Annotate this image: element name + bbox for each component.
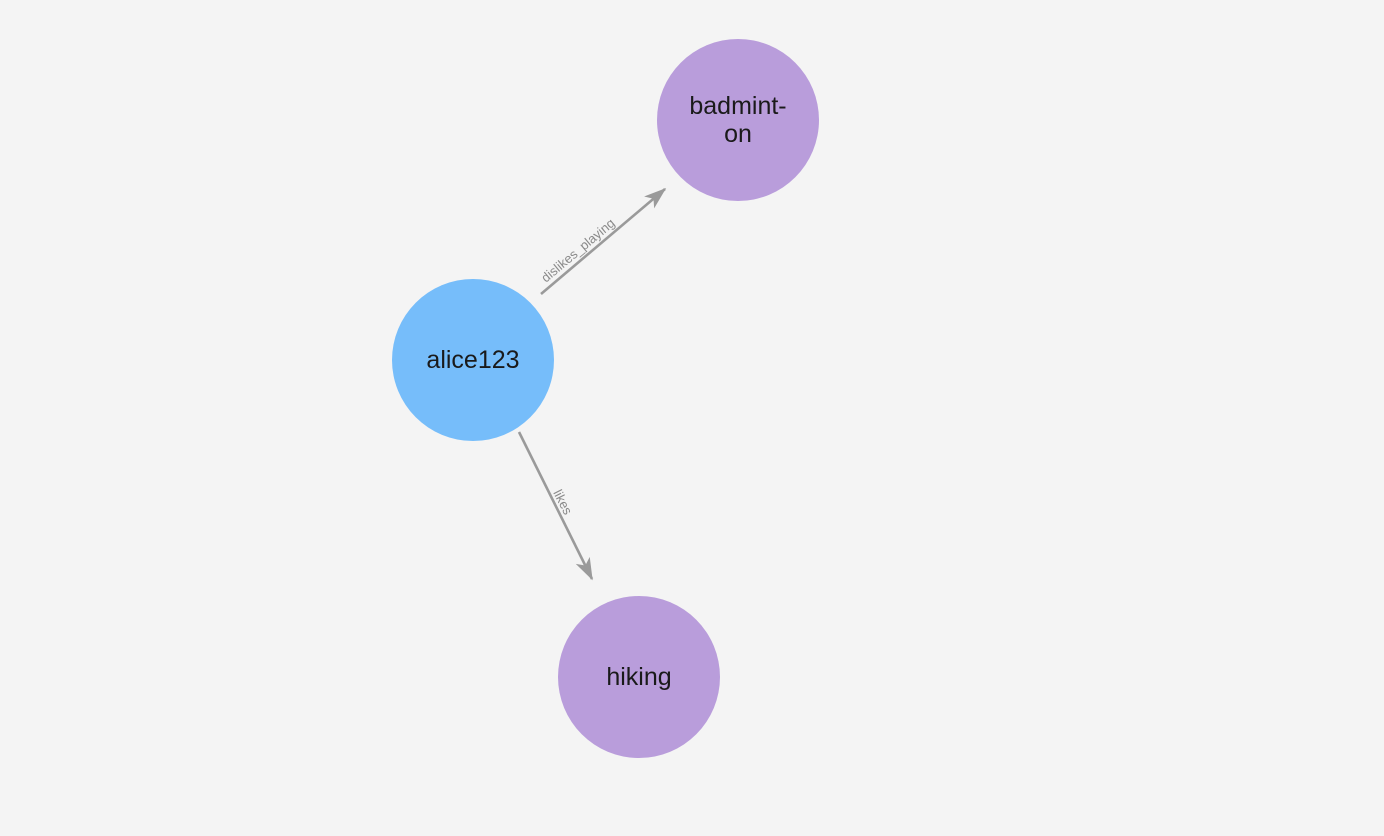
graph-node-hiking-label: hiking xyxy=(606,663,672,691)
graph-node-alice123[interactable]: alice123 xyxy=(392,279,554,441)
graph-node-badminton-label: badmint- on xyxy=(689,92,787,148)
graph-node-alice123-label: alice123 xyxy=(426,346,520,374)
graph-node-badminton[interactable]: badmint- on xyxy=(657,39,819,201)
graph-node-hiking[interactable]: hiking xyxy=(558,596,720,758)
edge-dislikes-playing-line[interactable] xyxy=(540,187,667,295)
edge-likes-line[interactable] xyxy=(517,431,594,581)
